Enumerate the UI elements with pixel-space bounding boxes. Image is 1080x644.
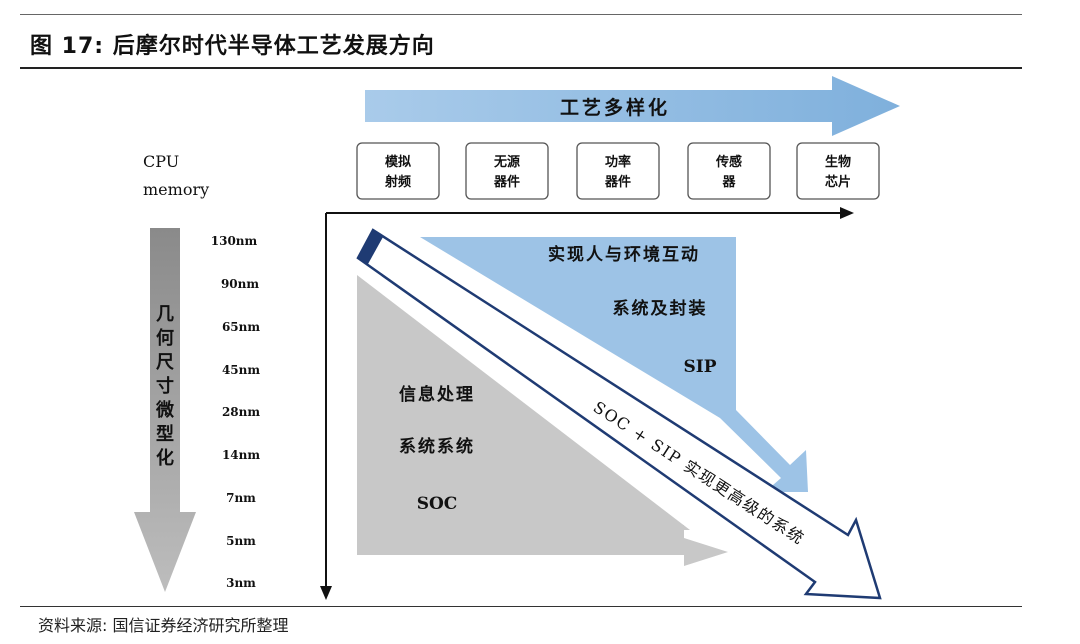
shrink-label: 几 何 尺 寸 微 型 化 xyxy=(155,304,174,469)
node-label-4: 45nm xyxy=(222,363,260,377)
top-arrow-label: 工艺多样化 xyxy=(560,96,670,119)
shrink-char-3: 尺 xyxy=(156,352,174,373)
node-label-9: 3nm xyxy=(226,576,256,590)
sip-line2: 系统及封装 xyxy=(613,298,708,319)
process-box-4-line1: 传感 xyxy=(715,154,742,170)
figure-title: 图 17: 后摩尔时代半导体工艺发展方向 xyxy=(30,34,435,59)
soc-region xyxy=(357,275,728,566)
node-labels: 130nm 90nm 65nm 45nm 28nm 14nm 7nm 5nm 3… xyxy=(211,234,261,590)
process-box-5-line1: 生物 xyxy=(825,154,851,170)
bottom-rule xyxy=(20,606,1022,607)
process-box-1: 模拟 射频 xyxy=(356,142,440,200)
process-box-5: 生物 芯片 xyxy=(796,142,880,200)
top-rule xyxy=(20,14,1022,15)
process-box-3: 功率 器件 xyxy=(576,142,660,200)
shrink-char-5: 微 xyxy=(155,399,174,421)
soc-wedge xyxy=(357,275,690,530)
source-note: 资料来源: 国信证券经济研究所整理 xyxy=(38,616,289,635)
soc-line2: 系统系统 xyxy=(399,436,475,457)
axes xyxy=(320,207,854,600)
process-box-4: 传感 器 xyxy=(687,142,771,200)
shrink-arrow xyxy=(134,228,196,592)
cpu-label: CPU xyxy=(143,152,179,171)
sip-line1: 实现人与环境互动 xyxy=(548,244,700,265)
node-label-6: 14nm xyxy=(222,448,260,462)
process-box-1-line2: 射频 xyxy=(384,174,411,190)
process-box-3-line2: 器件 xyxy=(604,174,631,190)
sip-region xyxy=(420,237,808,492)
diagonal-arrow xyxy=(356,228,882,600)
shrink-char-2: 何 xyxy=(156,327,174,349)
title-rule xyxy=(20,67,1022,69)
node-label-8: 5nm xyxy=(226,534,256,548)
node-label-1: 130nm xyxy=(211,234,258,248)
process-box-2-line1: 无源 xyxy=(493,154,520,170)
node-label-3: 65nm xyxy=(222,320,260,334)
node-label-7: 7nm xyxy=(226,491,256,505)
process-box-2-line2: 器件 xyxy=(493,174,520,190)
node-label-5: 28nm xyxy=(222,405,260,419)
shrink-char-6: 型 xyxy=(156,423,174,445)
sip-line3: SIP xyxy=(683,357,716,377)
soc-line1: 信息处理 xyxy=(399,384,475,405)
memory-label: memory xyxy=(143,180,209,199)
top-arrow xyxy=(365,76,900,136)
shrink-char-4: 寸 xyxy=(156,375,174,397)
shrink-char-7: 化 xyxy=(156,447,174,469)
shrink-char-1: 几 xyxy=(156,304,174,325)
soc-line3: SOC xyxy=(417,494,458,514)
process-box-5-line2: 芯片 xyxy=(825,174,851,190)
process-box-4-line2: 器 xyxy=(721,175,736,190)
process-box-2: 无源 器件 xyxy=(465,142,549,200)
process-box-3-line1: 功率 xyxy=(605,154,631,170)
process-box-1-line1: 模拟 xyxy=(385,154,411,170)
node-label-2: 90nm xyxy=(221,277,259,291)
